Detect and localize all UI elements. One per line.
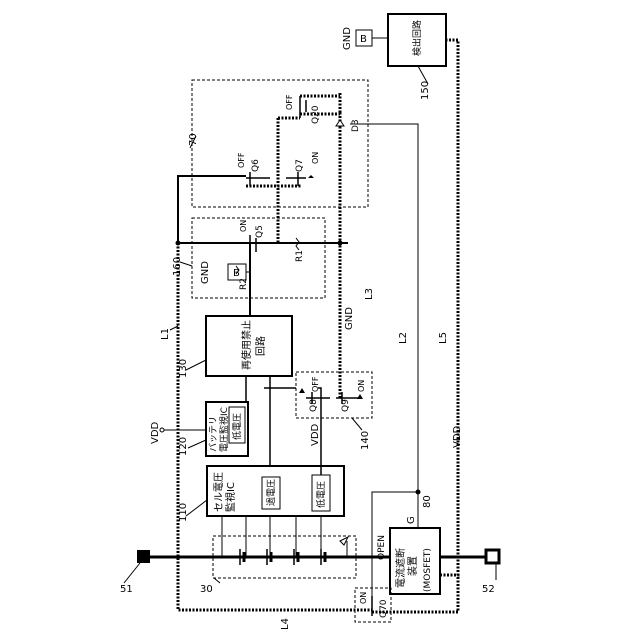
- terminal-52: [486, 550, 499, 563]
- vdd-120: VDD: [150, 421, 161, 444]
- breaker-line1: 電流遮断: [394, 548, 407, 588]
- line-l5: [440, 40, 458, 575]
- label-l2: L2: [398, 332, 409, 344]
- q6-transistor: [246, 172, 270, 186]
- ref-52: 52: [482, 584, 495, 595]
- q7-transistor: [286, 172, 306, 186]
- b-160: B: [233, 268, 240, 279]
- overvoltage-label: 過電圧: [266, 479, 277, 506]
- breaker-line2: 装置: [406, 556, 419, 576]
- line-l3: [300, 114, 340, 398]
- gnd-l3: GND: [344, 307, 355, 330]
- off-q8: OFF: [311, 376, 320, 392]
- line-l1: [178, 176, 246, 243]
- breaker-line3: (MOSFET): [423, 548, 433, 592]
- label-l4: L4: [280, 618, 291, 630]
- q9-label: Q9: [341, 399, 351, 412]
- label-l5: L5: [438, 332, 449, 344]
- r1-label: R1: [295, 250, 305, 262]
- q5-label: Q5: [255, 225, 265, 238]
- ref-110: 110: [178, 503, 189, 522]
- block-70: [192, 80, 368, 207]
- reuse-line1: 再使用禁止: [240, 320, 253, 370]
- q7-label: Q7: [295, 159, 305, 172]
- q8-label: Q8: [309, 399, 319, 412]
- ref-70: 70: [188, 133, 199, 146]
- off-q20: OFF: [285, 94, 294, 110]
- undervoltage-label-120: 低電圧: [231, 413, 243, 440]
- vdd-main: VDD: [310, 423, 321, 446]
- gnd-150: GND: [342, 27, 353, 50]
- q6-label: Q6: [251, 159, 261, 172]
- battery-cells: [222, 537, 348, 565]
- ref-120: 120: [178, 437, 189, 456]
- ref-51: 51: [120, 584, 133, 595]
- on-q9: ON: [357, 380, 366, 392]
- battery-ic-line1: バッテリ: [208, 416, 219, 452]
- ref-130: 130: [178, 359, 189, 378]
- r2-label: R2: [239, 278, 249, 290]
- cell-ic-line2: 監視IC: [224, 482, 237, 512]
- terminal-51: [137, 550, 150, 563]
- b-150: B: [360, 34, 367, 45]
- gnd-160: GND: [200, 261, 211, 284]
- ref-80: 80: [422, 495, 433, 508]
- q20-label: Q20: [311, 105, 321, 124]
- q70-label: Q70: [379, 599, 389, 618]
- undervoltage-label-110: 低電圧: [315, 481, 327, 508]
- battery-ic-line2: 電圧監視IC: [218, 407, 230, 452]
- on-q7: ON: [311, 152, 320, 164]
- label-l1: L1: [160, 328, 171, 340]
- on-q5: ON: [239, 220, 248, 232]
- d3-label: D3: [351, 119, 361, 132]
- on-q70: ON: [359, 592, 368, 604]
- ref-30: 30: [200, 584, 213, 595]
- label-l3: L3: [364, 288, 375, 300]
- reuse-line2: 回路: [254, 336, 267, 356]
- g-label: G: [406, 516, 417, 524]
- detect-label: 検出回路: [411, 20, 423, 56]
- open-label: OPEN: [377, 535, 387, 560]
- switch-block-140: [296, 372, 372, 418]
- off-q6: OFF: [237, 152, 246, 168]
- vdd-right: VDD: [452, 425, 463, 448]
- ref-160: 160: [172, 257, 183, 276]
- ref-150: 150: [420, 81, 431, 100]
- ref-140: 140: [360, 431, 371, 450]
- cell-ic-line1: セル電圧: [213, 472, 225, 512]
